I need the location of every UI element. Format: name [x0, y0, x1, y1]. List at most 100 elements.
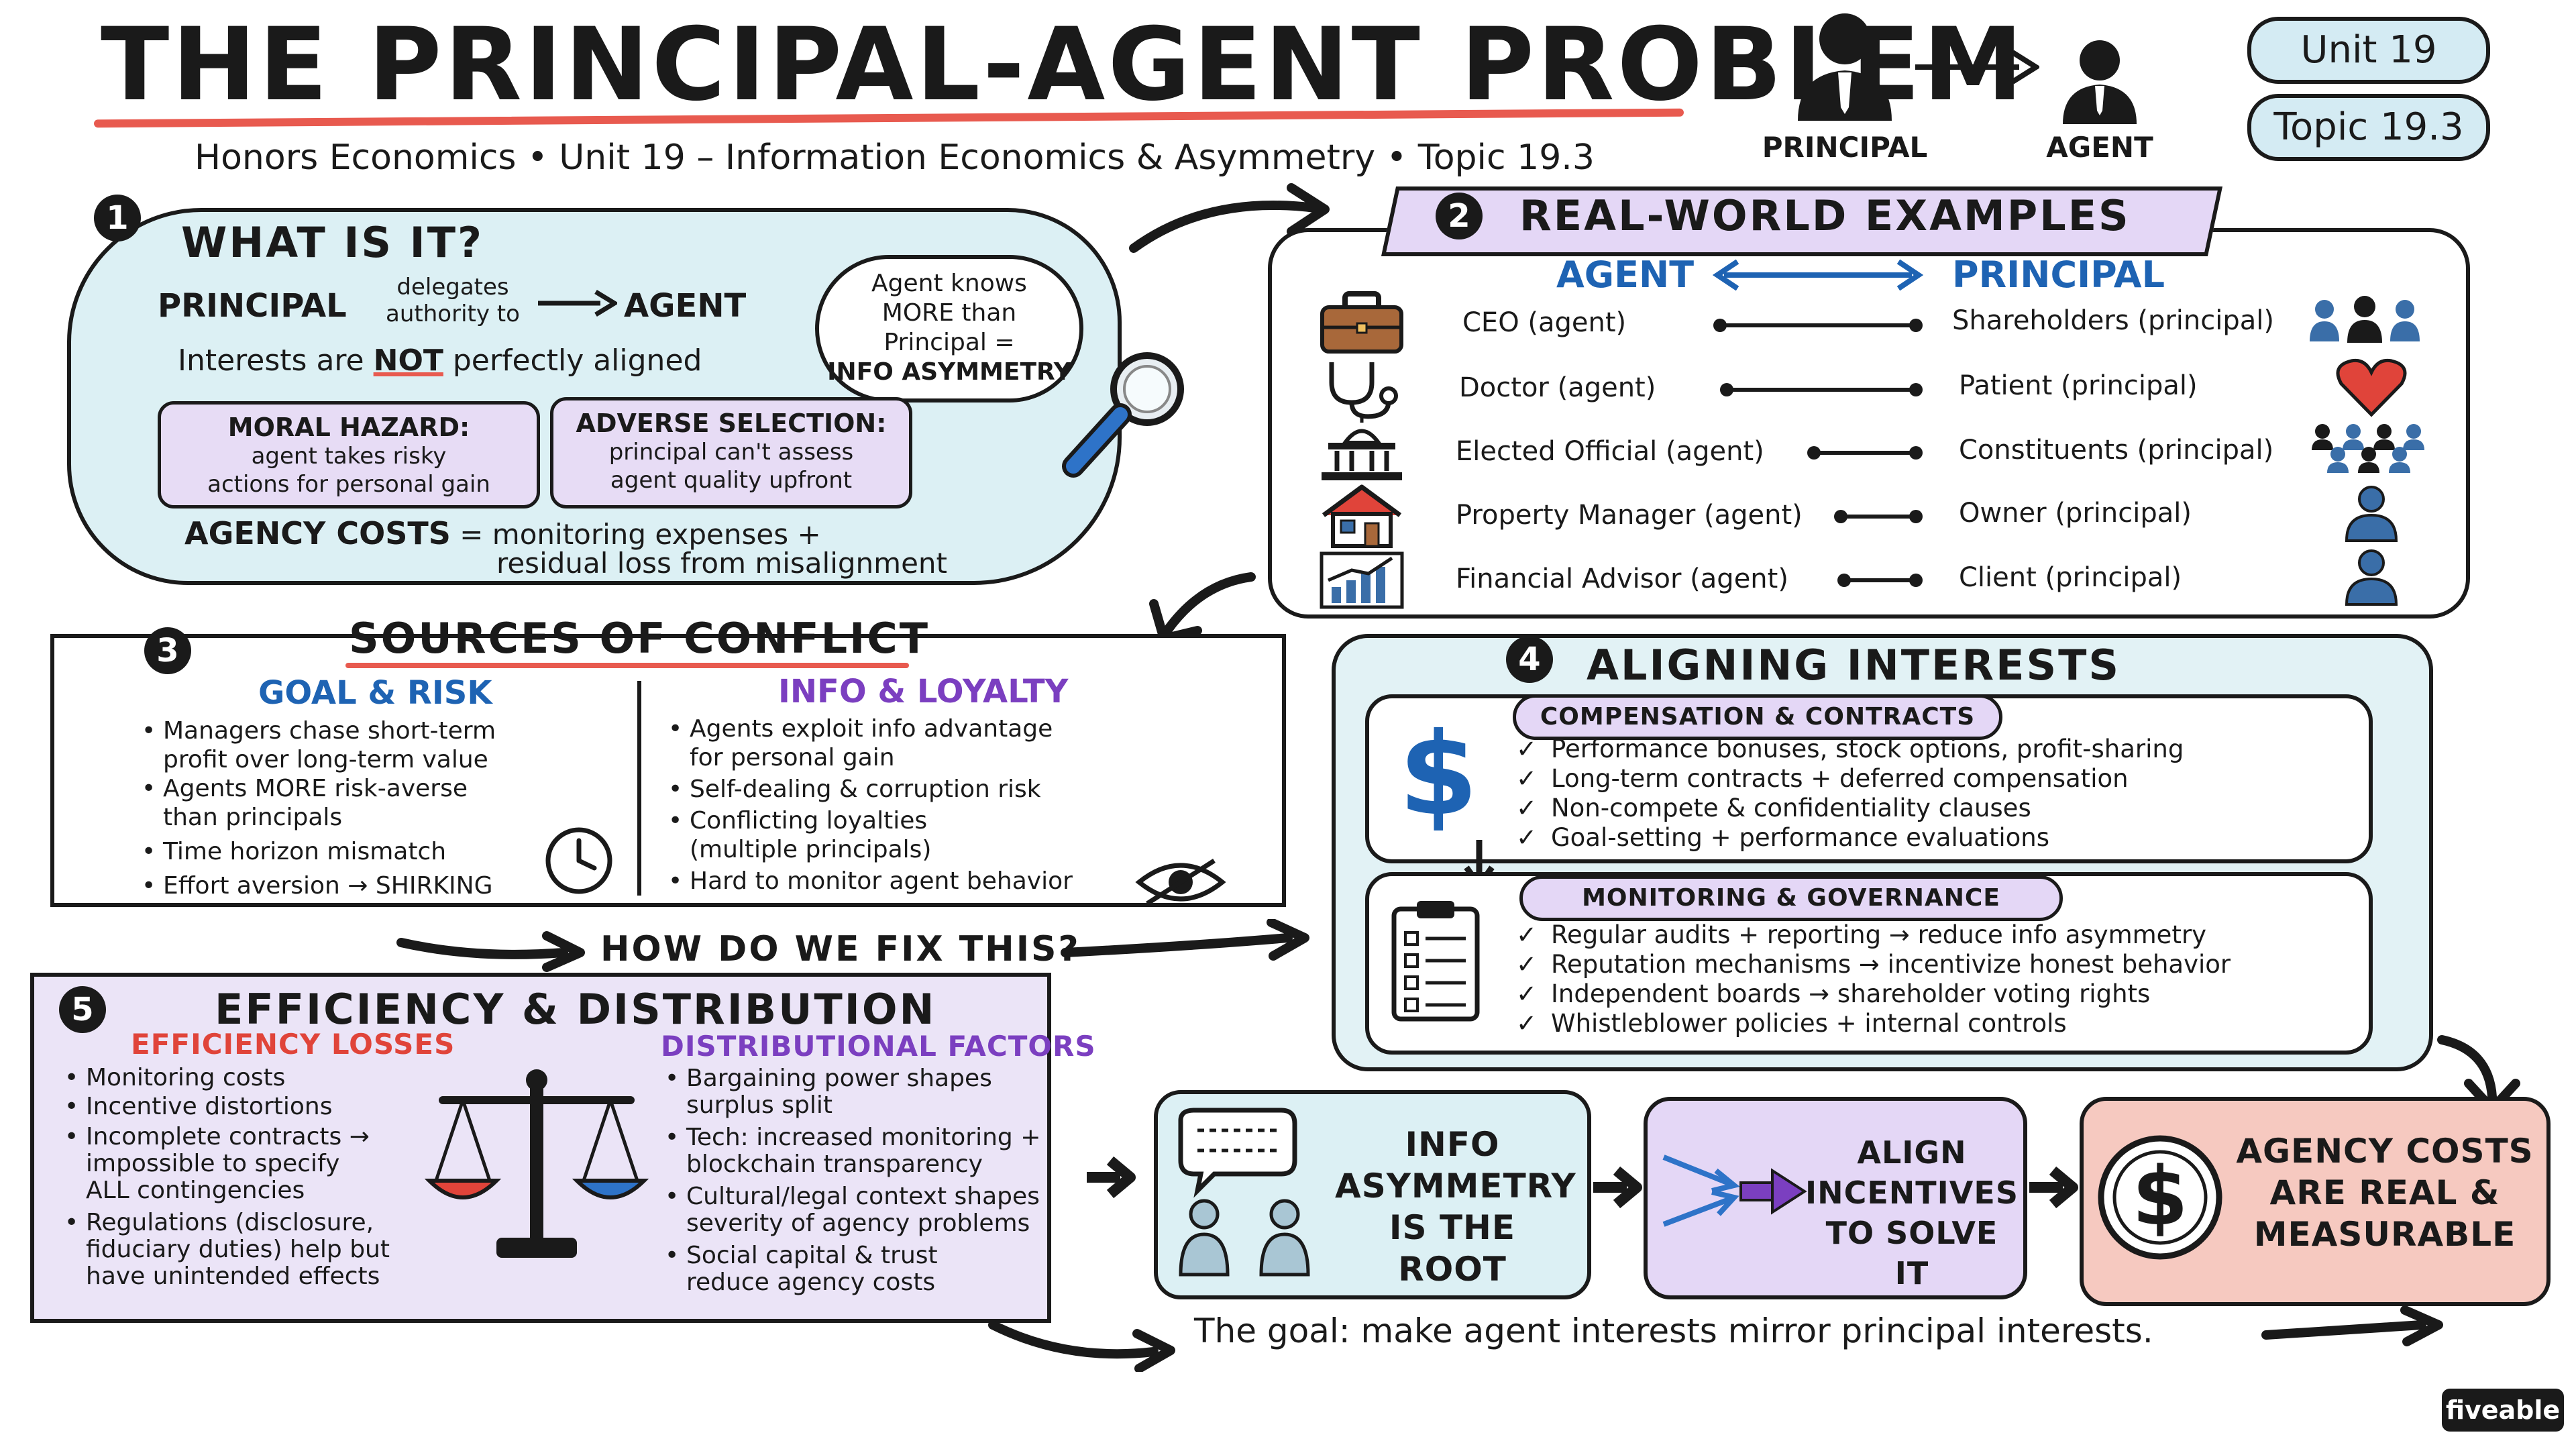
list-item-line: Hard to monitor agent behavior — [690, 867, 1073, 895]
list-item-line: Self-dealing & corruption risk — [690, 775, 1041, 803]
list-item-line: blockchain transparency — [686, 1150, 983, 1178]
list-item-line: Time horizon mismatch — [163, 838, 447, 865]
column-header-principal: PRINCIPAL — [1952, 254, 2165, 296]
unit-tag: Unit 19 — [2247, 17, 2490, 84]
list-item: Time horizon mismatch — [138, 837, 496, 866]
delegates-line-2: authority to — [386, 301, 520, 327]
list-item-text: Reputation mechanisms → incentivize hone… — [1551, 950, 2231, 979]
bubble-line-3: Principal = — [883, 329, 1015, 356]
section-4-heading: ALIGNING INTERESTS — [1587, 641, 2121, 690]
example-principal-owner: Owner (principal) — [1959, 498, 2192, 529]
section-5-badge: 5 — [59, 986, 106, 1033]
principal-figure-icon — [1798, 13, 1892, 121]
page-subtitle: Honors Economics • Unit 19 – Information… — [195, 138, 1595, 178]
section-1-heading: WHAT IS IT? — [181, 218, 484, 267]
monitoring-list: ✓Regular audits + reporting → reduce inf… — [1516, 920, 2231, 1038]
efficiency-losses-list: Monitoring costs Incentive distortions I… — [60, 1063, 390, 1290]
house-icon — [1322, 484, 1402, 548]
list-item-line: fiduciary duties) help but — [86, 1236, 390, 1263]
heading-underline — [345, 663, 909, 668]
list-item-line: reduce agency costs — [686, 1269, 936, 1296]
section-real-world-examples — [1268, 228, 2470, 619]
fix-this-prompt: HOW DO WE FIX THIS? — [600, 929, 1081, 969]
arrow-right-icon — [1061, 919, 1309, 961]
flow-line: AGENCY COSTS — [2236, 1132, 2534, 1171]
example-principal-shareholders: Shareholders (principal) — [1952, 305, 2274, 336]
agency-costs-formula: AGENCY COSTS = monitoring expenses + — [184, 515, 821, 551]
agency-costs-equals: = — [460, 518, 484, 551]
example-principal-constituents: Constituents (principal) — [1959, 435, 2274, 466]
moral-hazard-box: MORAL HAZARD: agent takes risky actions … — [158, 401, 540, 508]
list-item-line: Incentive distortions — [86, 1093, 333, 1120]
svg-text:$: $ — [2132, 1150, 2188, 1244]
check-icon: ✓ — [1516, 764, 1538, 793]
brand-logo[interactable]: fiveable — [2442, 1389, 2564, 1432]
clipboard-checklist-icon — [1391, 901, 1480, 1022]
stethoscope-icon — [1329, 362, 1398, 419]
bubble-line-1: Agent knows — [871, 270, 1027, 297]
list-item-line: profit over long-term value — [163, 746, 488, 773]
list-item-line: severity of agency problems — [686, 1210, 1030, 1237]
section-2-heading: REAL-WORLD EXAMPLES — [1519, 191, 2131, 240]
list-item-line: Regulations (disclosure, — [86, 1209, 374, 1236]
moral-hazard-line-1: agent takes risky — [251, 443, 447, 470]
list-item: Tech: increased monitoring +blockchain t… — [661, 1124, 1040, 1178]
clock-icon — [545, 827, 612, 894]
arrow-right-icon — [1593, 1166, 1642, 1209]
list-item: ✓Regular audits + reporting → reduce inf… — [1516, 920, 2231, 950]
interests-not: NOT — [373, 343, 443, 378]
list-item-line: Agents MORE risk-averse — [163, 775, 468, 802]
list-item-line: Managers chase short-term — [163, 717, 496, 745]
list-item-text: Goal-setting + performance evaluations — [1551, 823, 2050, 852]
list-item-line: Monitoring costs — [86, 1064, 286, 1091]
delegates-line-1: delegates — [396, 274, 509, 301]
check-icon: ✓ — [1516, 1009, 1538, 1038]
example-agent-property-manager: Property Manager (agent) — [1456, 500, 1803, 531]
example-agent-ceo: CEO (agent) — [1462, 307, 1627, 338]
page-title: THE PRINCIPAL-AGENT PROBLEM — [101, 7, 2026, 123]
example-principal-patient: Patient (principal) — [1959, 370, 2198, 401]
goal-statement: The goal: make agent interests mirror pr… — [1194, 1311, 2153, 1350]
compensation-list: ✓Performance bonuses, stock options, pro… — [1516, 735, 2184, 853]
check-icon: ✓ — [1516, 920, 1538, 949]
connector-line — [1834, 510, 1923, 523]
section-3-heading: SOURCES OF CONFLICT — [349, 614, 930, 663]
distributional-factors-title: DISTRIBUTIONAL FACTORS — [661, 1030, 1096, 1063]
agency-costs-line-1: monitoring expenses + — [492, 518, 821, 551]
flow-line: MEASURABLE — [2253, 1215, 2516, 1254]
list-item: ✓Goal-setting + performance evaluations — [1516, 823, 2184, 853]
list-item: ✓Independent boards → shareholder voting… — [1516, 979, 2231, 1009]
list-item: ✓Whistleblower policies + internal contr… — [1516, 1009, 2231, 1038]
list-item: Incomplete contracts →impossible to spec… — [60, 1124, 390, 1204]
list-item: Effort aversion → SHIRKING — [138, 871, 496, 900]
flow-line: IS THE ROOT — [1389, 1208, 1516, 1289]
person-icon — [2345, 549, 2398, 606]
magnifying-glass-icon — [1062, 352, 1184, 478]
adverse-selection-title: ADVERSE SELECTION: — [576, 409, 887, 438]
principal-term: PRINCIPAL — [158, 287, 347, 325]
column-divider — [637, 681, 641, 896]
efficiency-losses-title: EFFICIENCY LOSSES — [131, 1028, 455, 1061]
connector-line — [1713, 319, 1923, 332]
person-icon — [2345, 486, 2398, 542]
list-item-line: Incomplete contracts → — [86, 1123, 370, 1150]
info-asymmetry-bubble: Agent knows MORE than Principal = INFO A… — [815, 255, 1083, 402]
example-principal-client: Client (principal) — [1959, 562, 2182, 593]
dollar-icon: $ — [1399, 708, 1479, 841]
agent-term: AGENT — [624, 287, 747, 325]
interests-pre: Interests are — [178, 343, 364, 378]
info-loyalty-title: INFO & LOYALTY — [778, 673, 1069, 710]
column-header-agent: AGENT — [1556, 254, 1695, 296]
connector-line — [1837, 574, 1923, 587]
flow-box-1-text: INFO ASYMMETRY IS THE ROOT — [1335, 1124, 1576, 1290]
list-item: Monitoring costs — [60, 1063, 390, 1092]
topic-tag: Topic 19.3 — [2247, 94, 2490, 161]
principal-figure-label: PRINCIPAL — [1762, 131, 1928, 164]
list-item: Incentive distortions — [60, 1092, 390, 1121]
flow-box-2-text: ALIGN INCENTIVES TO SOLVE IT — [1805, 1132, 2019, 1293]
growth-chart-icon — [1320, 551, 1404, 609]
list-item-line: Cultural/legal context shapes — [686, 1183, 1040, 1210]
